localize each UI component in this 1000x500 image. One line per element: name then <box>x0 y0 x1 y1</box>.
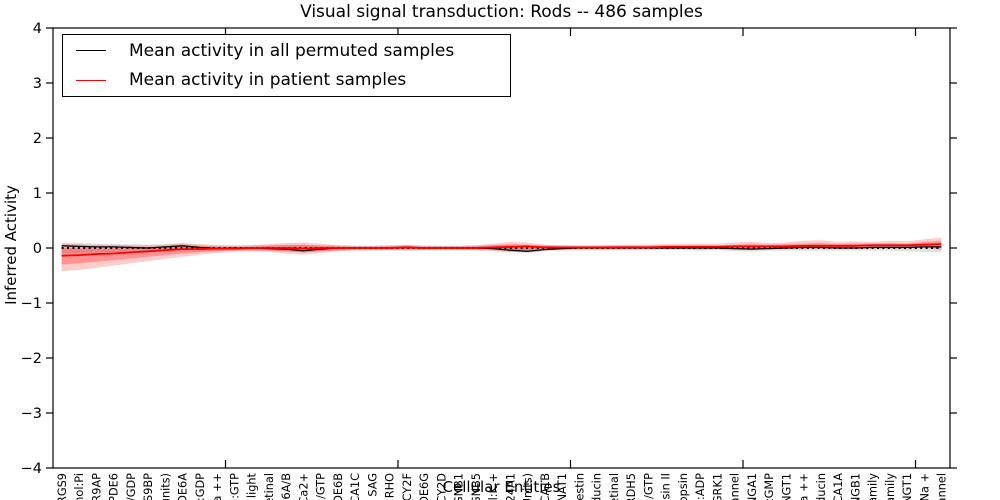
y-tick-label: 4 <box>33 21 42 37</box>
x-category-label: RGS9BP <box>142 473 155 500</box>
x-category-label: GNB1 <box>453 473 466 500</box>
x-category-label: GRK1 <box>711 473 724 500</box>
y-tick-label: 3 <box>33 76 42 92</box>
x-category-label: SLC24A1 <box>504 473 517 500</box>
x-category-label: mol:Ca ++ <box>211 473 224 500</box>
x-category-label: mol:cGMP <box>763 473 776 500</box>
confidence-bands <box>61 237 942 272</box>
x-category-label: mol:Pi <box>73 473 86 500</box>
x-category-label: CNG Channel <box>729 473 742 500</box>
x-category-label: GUCY2F <box>401 473 414 500</box>
x-category-label: PDE6G <box>418 473 431 500</box>
x-category-label: mol:GDP <box>194 473 207 500</box>
x-category-label: GNB5 <box>470 473 483 500</box>
x-category-label: RDH5 <box>625 473 638 500</box>
y-axis-label: Inferred Activity <box>2 185 20 305</box>
x-category-label: PDE6A <box>177 473 190 500</box>
legend-item-patient: Mean activity in patient samples <box>76 66 510 94</box>
x-category-label: GNGT1 <box>901 473 914 500</box>
x-category-label: RHO <box>384 473 397 498</box>
x-category-label: absorption of light <box>246 472 259 500</box>
y-axis-ticks: 4 3 2 1 0 −1 −2 −3 −4 <box>21 21 957 477</box>
x-category-label: GUCA1C <box>349 473 362 500</box>
x-category-label: GNAT1 <box>556 473 569 500</box>
y-tick-label: −2 <box>21 351 42 367</box>
x-category-label: mol:Na + <box>918 473 931 500</box>
x-category-labels: RGS9 mol:Pi RGS9-1/Gbeta5/R9AP PDE6 GNAT1/GD… <box>56 472 949 500</box>
x-axis-label: Cellular Entities <box>442 478 561 496</box>
x-category-label: PDE6B <box>332 473 345 500</box>
x-category-label: CNGA1 <box>746 473 759 500</box>
x-category-label: mol:GTP <box>228 473 241 500</box>
patient-mean-line <box>61 243 942 257</box>
y-tick-label: 2 <box>33 131 42 147</box>
x-category-label: Metarhodopsin II/Transducin <box>591 473 604 500</box>
x-category-label: mol:11-cis-retinal <box>608 473 621 500</box>
permuted-line-swatch <box>76 50 106 52</box>
x-category-label: GC1/GCAP Family <box>867 473 880 500</box>
x-category-label: GCAP Family/Ca ++ <box>798 473 811 500</box>
legend-label-permuted: Mean activity in all permuted samples <box>129 40 455 61</box>
x-category-label: GUCY2D <box>435 473 448 500</box>
x-category-label: mol:GMP (4 units) <box>159 473 172 500</box>
x-category-label: Metarhodopsin II <box>660 473 673 500</box>
chart-title: Visual signal transduction: Rods -- 486 … <box>300 2 703 22</box>
legend-label-patient: Mean activity in patient samples <box>129 70 407 91</box>
x-category-label: Na + (4 Units) <box>522 473 535 500</box>
x-category-label: Rhodopsin <box>677 473 690 500</box>
legend-item-permuted: Mean activity in all permuted samples <box>76 37 510 65</box>
x-category-label: PDE6 <box>108 473 121 500</box>
x-category-label: GNB1/GNGT1 <box>780 473 793 500</box>
y-tick-label: −3 <box>21 406 42 422</box>
x-category-label: GC2/GCAP Family <box>884 473 897 500</box>
x-category-label: GUCA1A <box>832 473 845 500</box>
x-category-label: RGS9 <box>56 473 69 500</box>
x-category-label: GNAT1/GTP <box>315 473 328 500</box>
x-category-label: mol:K + <box>487 473 500 500</box>
x-category-label: GUCA1B <box>539 473 552 500</box>
x-axis-major-ticks <box>224 28 917 468</box>
patient-samples-outer-range <box>61 237 942 272</box>
x-category-label: PDE6G/GNAT1/GTP <box>642 473 655 500</box>
y-tick-label: 1 <box>33 186 42 202</box>
x-category-label: RGS9-1/Gbeta5/R9AP <box>90 473 103 500</box>
legend: Mean activity in all permuted samples Me… <box>62 34 511 97</box>
x-category-label: mol:Ca2+ <box>297 473 310 500</box>
x-category-label: Transducin <box>815 473 828 500</box>
y-tick-label: −4 <box>21 461 42 477</box>
x-category-label: GNAT1/GDP <box>125 473 138 500</box>
x-category-label: mol:ADP <box>694 473 707 500</box>
y-tick-label: −1 <box>21 296 42 312</box>
patient-line-swatch <box>76 79 106 81</box>
x-category-label: mol:all-trans-retinal <box>263 473 276 500</box>
x-category-label: SAG <box>366 473 379 497</box>
x-category-label: cGMP/CNG Channel <box>936 473 949 500</box>
x-category-label: PDE6A/B <box>280 473 293 500</box>
x-category-label: Metarhodopsin II/Arrestin <box>573 473 586 500</box>
y-tick-label: 0 <box>33 241 42 257</box>
x-category-label: CNGB1 <box>849 473 862 500</box>
